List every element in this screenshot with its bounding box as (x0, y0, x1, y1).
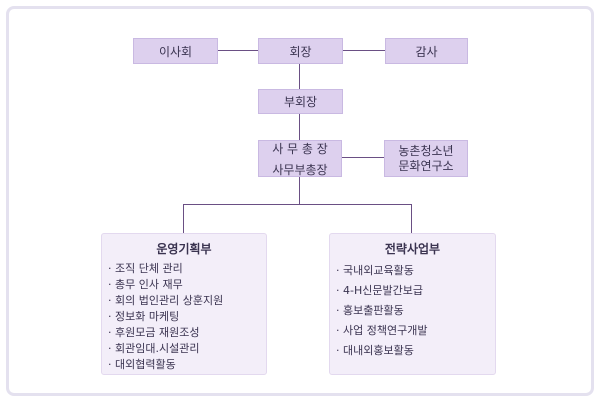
list-item: · 총무 인사 재무 (108, 278, 183, 291)
department-item-list: · 조직 단체 관리 · 총무 인사 재무 · 회의 법인관리 상훈지원 · 정… (108, 261, 223, 373)
connector-president-vice (299, 64, 300, 89)
list-item: · 후원모금 재원조성 (108, 326, 200, 339)
list-item: · 조직 단체 관리 (108, 262, 183, 275)
list-item: · 회관임대.시설관리 (108, 342, 200, 355)
list-item: · 대내외홍보활동 (336, 344, 414, 357)
connector-branch-left (183, 204, 184, 233)
connector-branch-horizontal (183, 204, 412, 205)
vice-president-label: 부회장 (283, 95, 318, 109)
president-label: 회장 (289, 44, 312, 59)
president-box: 회장 (258, 38, 343, 64)
list-item: · 4-H신문발간보급 (336, 284, 423, 297)
department-item-list: · 국내외교육활동 · 4-H신문발간보급 · 홍보출판활동 · 사업 정책연구… (336, 261, 427, 361)
connector-vice-secretary (299, 114, 300, 140)
connector-president-auditor (343, 50, 385, 51)
connector-branch-right (411, 204, 412, 233)
department-title: 전략사업부 (384, 242, 441, 256)
institute-label: 농촌청소년 문화연구소 (398, 143, 454, 173)
auditor-label: 감사 (415, 44, 438, 59)
secretary-general-box: 사 무 총 장 사무부총장 (258, 140, 342, 177)
connector-board-president (218, 50, 258, 51)
auditor-box: 감사 (385, 38, 468, 64)
institute-box: 농촌청소년 문화연구소 (384, 140, 468, 177)
department-title: 운영기획부 (156, 242, 212, 256)
list-item: · 사업 정책연구개발 (336, 324, 428, 337)
secretary-general-label: 사 무 총 장 (272, 141, 328, 156)
connector-secretary-trunk (299, 177, 300, 204)
deputy-secretary-general-label: 사무부총장 (272, 162, 328, 177)
list-item: · 대외협력활동 (108, 358, 176, 371)
connector-secretary-institute (342, 157, 384, 158)
department-panel-strategy: 전략사업부 · 국내외교육활동 · 4-H신문발간보급 · 홍보출판활동 · 사… (329, 233, 496, 375)
list-item: · 정보화 마케팅 (108, 310, 180, 323)
chart-frame (6, 6, 594, 396)
board-label: 이사회 (158, 44, 193, 59)
list-item: · 홍보출판활동 (336, 304, 404, 317)
vice-president-box: 부회장 (258, 89, 343, 114)
list-item: · 국내외교육활동 (336, 264, 414, 277)
department-panel-operations: 운영기획부 · 조직 단체 관리 · 총무 인사 재무 · 회의 법인관리 상훈… (101, 233, 267, 375)
list-item: · 회의 법인관리 상훈지원 (108, 294, 224, 307)
board-box: 이사회 (133, 38, 218, 64)
